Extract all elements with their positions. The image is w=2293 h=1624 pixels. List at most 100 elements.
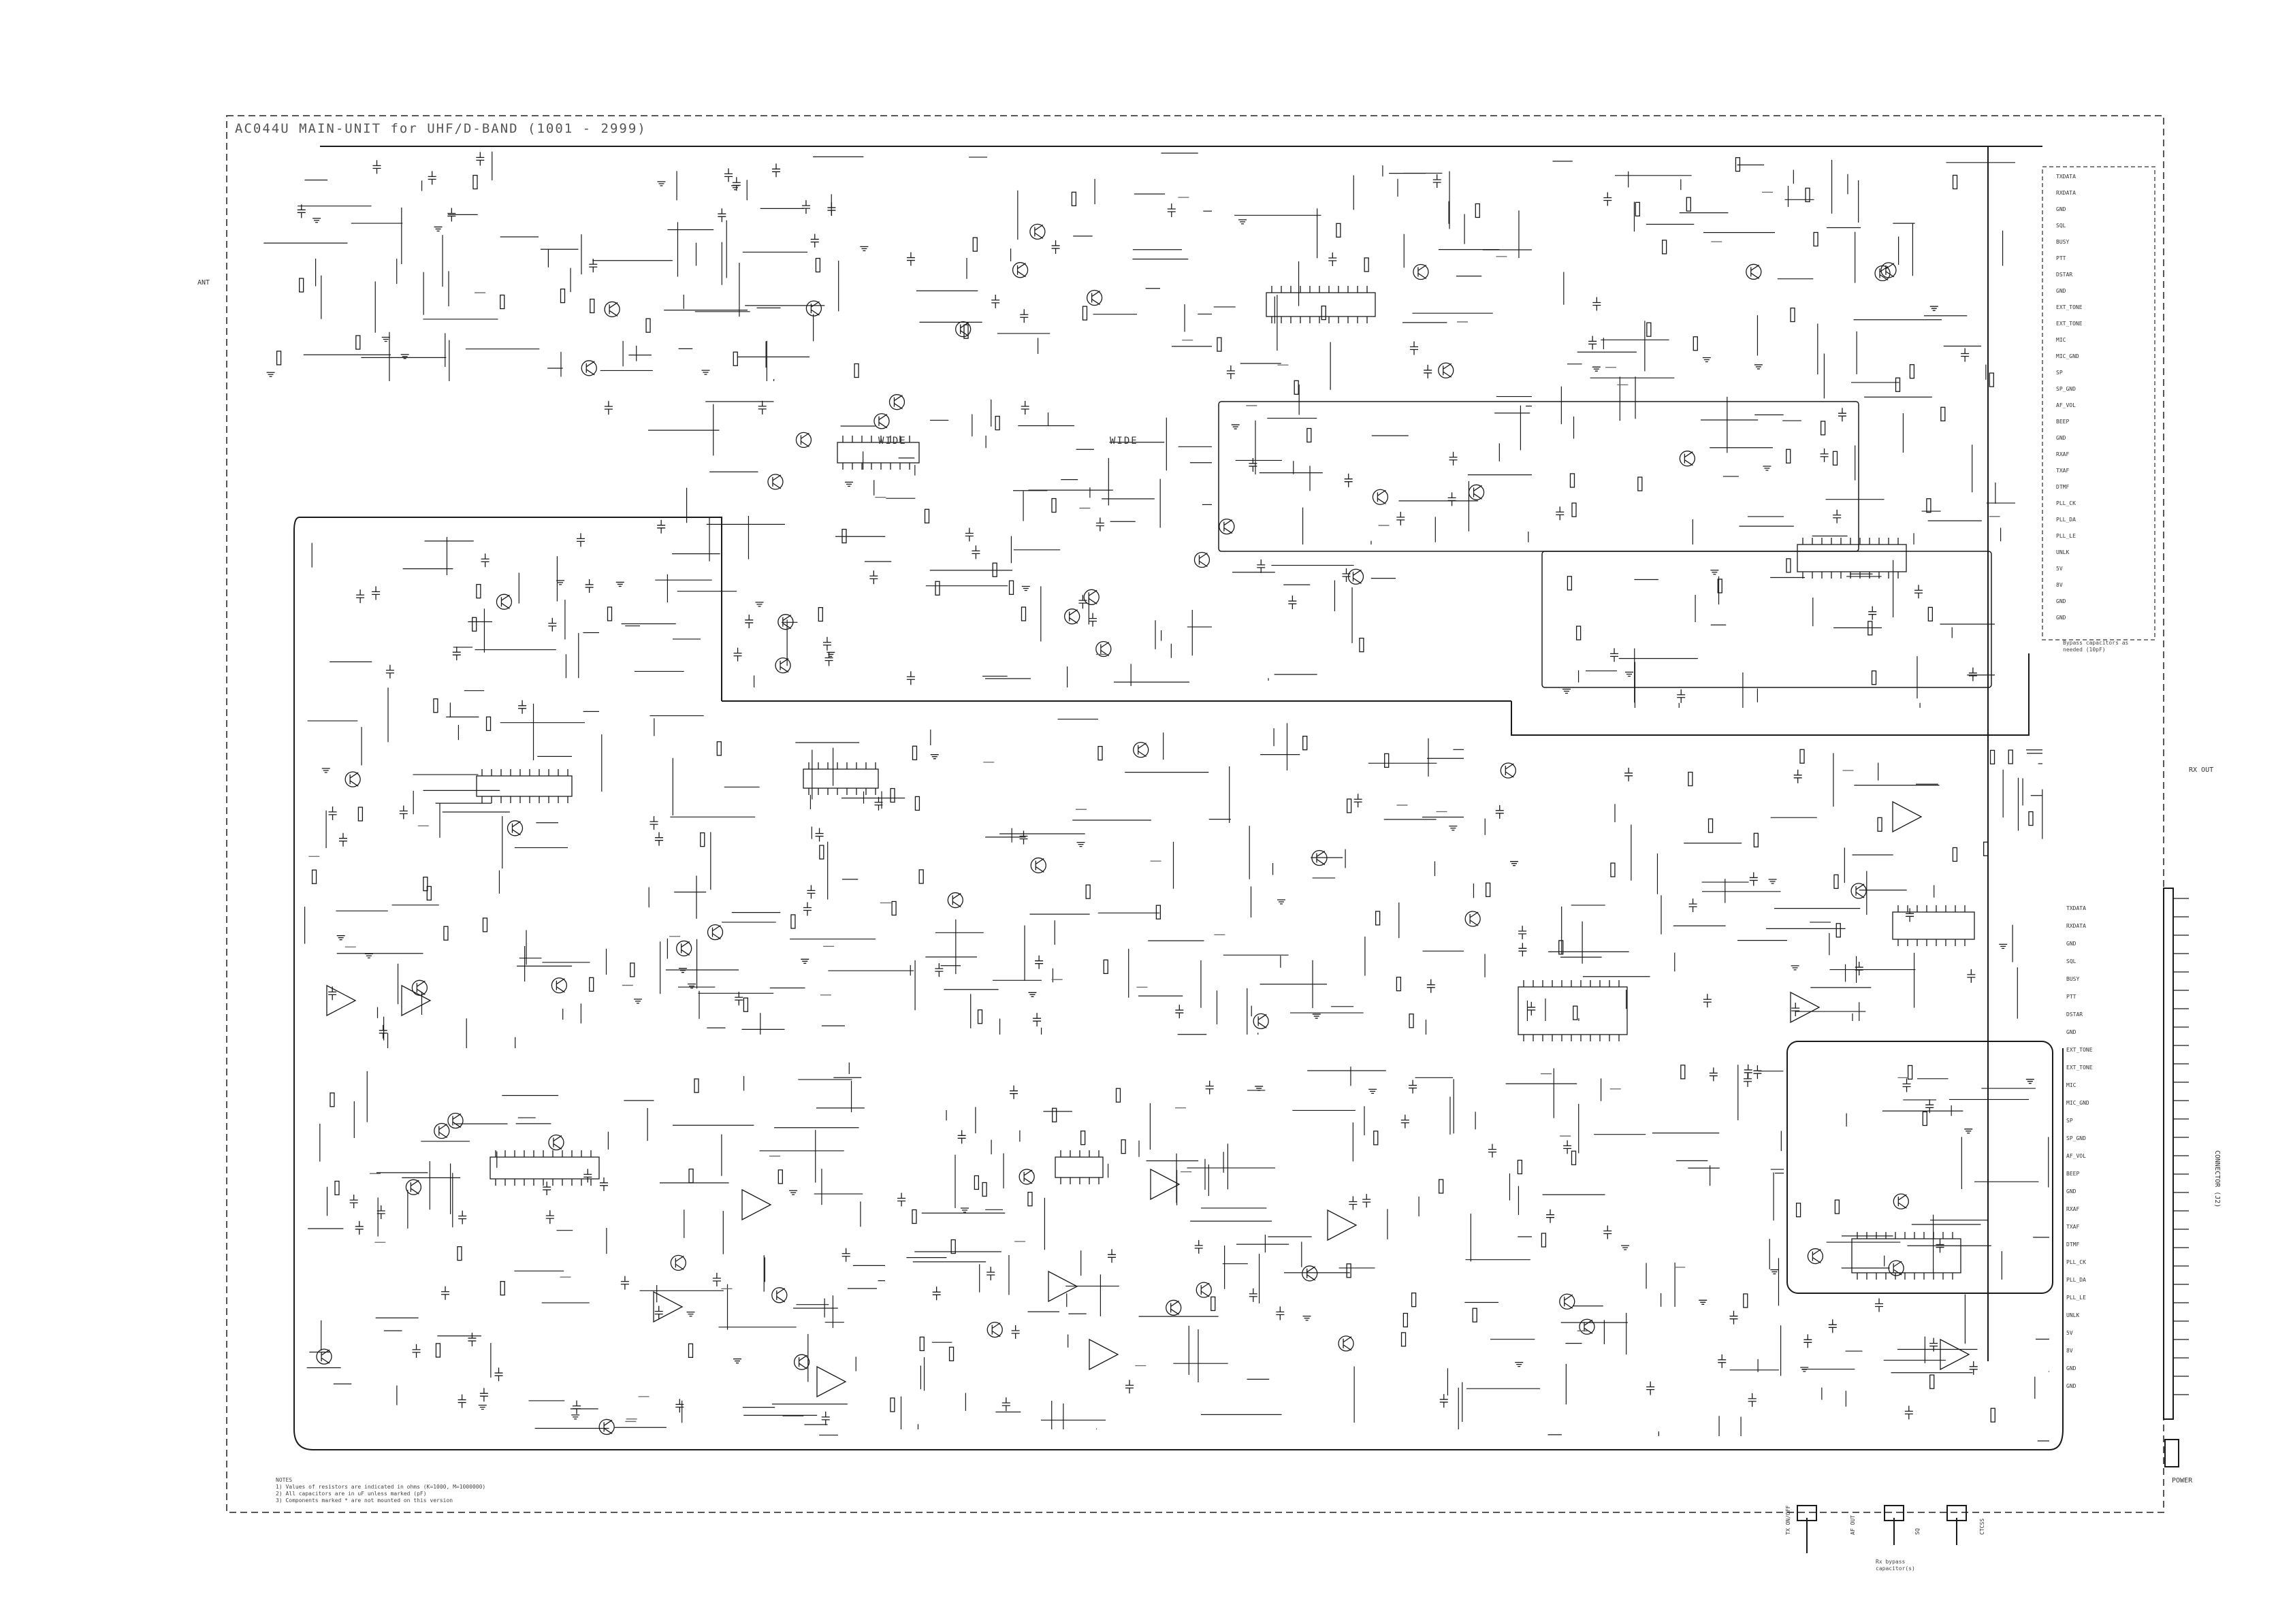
transistor-symbol (676, 940, 692, 957)
transistor-symbol (1302, 1265, 1318, 1282)
resistor-symbol (1438, 1179, 1444, 1194)
op-amp-symbol (1089, 1338, 1119, 1371)
capacitor-symbol (1868, 606, 1877, 620)
capacitor-symbol (1288, 596, 1297, 610)
rx-bypass-note: Rx bypass capacitor(s) (1876, 1559, 1915, 1572)
resistor-symbol (1336, 223, 1341, 238)
resistor-symbol (1082, 306, 1088, 321)
resistor-symbol (815, 257, 821, 273)
transistor-leads (1879, 265, 1889, 281)
bypass-signal-label: GND (2056, 435, 2066, 441)
bottom-signal-label: AF OUT (1850, 1515, 1856, 1535)
transistor-leads (603, 1419, 613, 1434)
connector-name: CONNECTOR (J2) (2213, 1150, 2221, 1208)
ground-symbol (701, 370, 710, 375)
ground-symbol (571, 1414, 580, 1420)
resistor-symbol (841, 528, 847, 544)
capacitor-symbol (758, 400, 767, 415)
resistor-symbol (1097, 745, 1103, 761)
connector-pin: SP_GND (2066, 1135, 2086, 1141)
footnote: NOTES 1) Values of resistors are indicat… (276, 1477, 486, 1504)
wiring-layer (263, 151, 2049, 1442)
op-amp-symbol (1940, 1338, 1970, 1371)
transistor-symbol (805, 300, 822, 316)
capacitor-symbol (807, 885, 816, 899)
transistor-symbol (1029, 223, 1046, 240)
connector-pin: PLL_CK (2066, 1259, 2086, 1265)
capacitor-symbol (1400, 1114, 1409, 1128)
bypass-signal-label: PTT (2056, 255, 2066, 261)
transistor-leads (991, 1322, 1001, 1337)
resistor-symbol (1346, 1263, 1351, 1278)
transistor-leads (878, 414, 888, 429)
bypass-signal-label: TXDATA (2056, 174, 2076, 180)
transistor-symbol (771, 1287, 788, 1303)
resistor-symbol (700, 832, 705, 847)
bypass-signal-label: PLL_DA (2056, 517, 2076, 523)
capacitor-symbol (1257, 559, 1266, 573)
connector-pin: MIC (2066, 1082, 2076, 1088)
resistor-symbol (500, 1281, 505, 1296)
transistor-leads (711, 925, 721, 940)
resistor-symbol (891, 900, 897, 916)
resistor-symbol (435, 1343, 441, 1358)
connector-pin: EXT_TONE (2066, 1065, 2093, 1071)
resistor-symbol (1867, 621, 1873, 636)
ground-symbol (1768, 879, 1777, 884)
op-amp-symbol (1048, 1270, 1078, 1303)
capacitor-symbol (1108, 1249, 1117, 1263)
ground-symbol (657, 181, 666, 186)
connector-pin: 8V (2066, 1348, 2073, 1354)
transistor-leads (1893, 1261, 1902, 1276)
resistor-symbol (423, 877, 428, 892)
capacitor-symbol (1051, 240, 1060, 254)
resistor-symbol (950, 1239, 956, 1254)
capacitor-symbol (372, 160, 381, 174)
resistor-symbol (963, 324, 969, 339)
capacitor-symbol (1688, 898, 1697, 913)
capacitor-symbol (468, 1333, 477, 1347)
transistor-symbol (316, 1348, 332, 1365)
resistor-symbol (330, 1092, 335, 1107)
resistor-symbol (2028, 811, 2034, 826)
ground-symbol (1562, 688, 1571, 694)
ground-symbol (1255, 1086, 1264, 1091)
capacitor-symbol (458, 1210, 467, 1224)
resistor-symbol (1517, 1159, 1523, 1175)
ground-symbol (1449, 826, 1458, 831)
transistor-symbol (793, 1354, 810, 1370)
transistor-leads (452, 1113, 462, 1128)
connector-pin: DTMF (2066, 1241, 2080, 1248)
capacitor-symbol (1603, 192, 1612, 206)
capacitor-symbol (297, 204, 306, 218)
resistor-symbol (433, 698, 438, 713)
connector-pin: PTT (2066, 994, 2076, 1000)
resistor-symbol (1359, 637, 1364, 653)
capacitor-symbol (1744, 1073, 1752, 1087)
capacitor-symbol (328, 806, 337, 820)
ic-package (490, 1156, 600, 1180)
transistor-leads (1088, 589, 1097, 604)
capacitor-symbol (821, 1411, 830, 1425)
capacitor-symbol (1010, 1085, 1019, 1099)
resistor-symbol (777, 1169, 783, 1184)
transistor-leads (416, 980, 426, 995)
resistor-symbol (1321, 305, 1326, 321)
ic-package (1266, 292, 1376, 317)
ground-symbol (930, 754, 939, 760)
resistor-symbol (1805, 187, 1810, 203)
transistor-symbol (1468, 484, 1485, 500)
resistor-symbol (1686, 197, 1691, 212)
ground-symbol (1076, 841, 1085, 847)
resistor-symbol (716, 741, 722, 756)
capacitor-symbol (1089, 613, 1097, 627)
resistor-symbol (1071, 191, 1077, 206)
capacitor-symbol (733, 647, 742, 662)
connector-pin: EXT_TONE (2066, 1047, 2093, 1053)
ground-symbol (1368, 1088, 1377, 1094)
capacitor-symbol (1167, 204, 1176, 218)
resistor-symbol (1983, 841, 1989, 856)
capacitor-symbol (599, 1177, 608, 1191)
transistor-symbol (507, 820, 524, 837)
